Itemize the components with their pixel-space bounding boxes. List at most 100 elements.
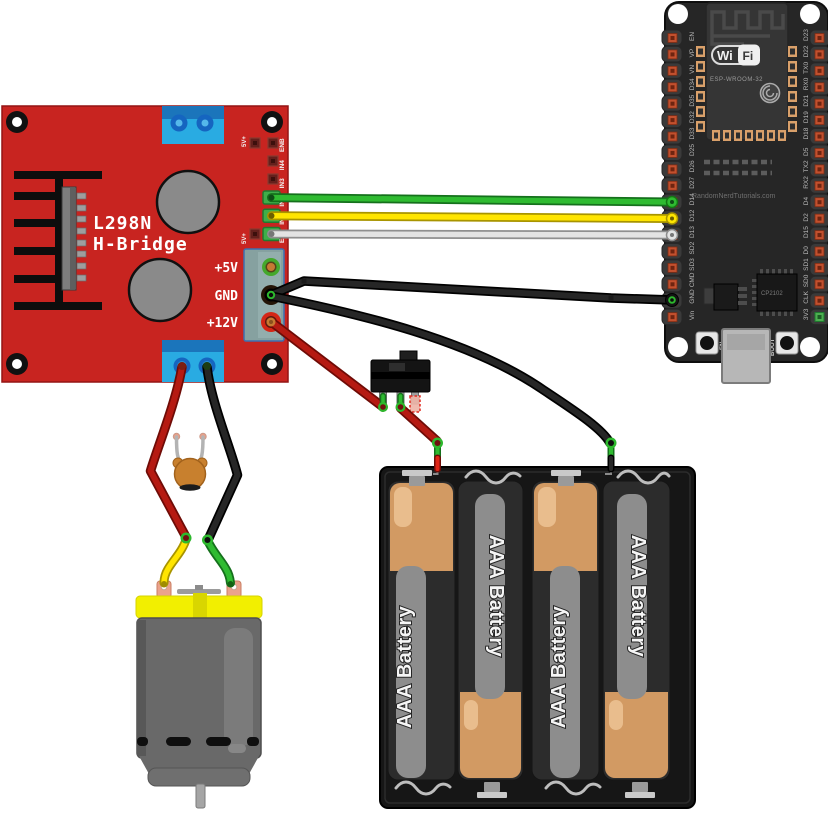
wire-bendpoint [608, 295, 614, 301]
spring-contact [616, 469, 671, 485]
esp32-left-pin-vin: Vin [661, 308, 696, 326]
pin-label: CMD [689, 272, 696, 287]
pin-core [817, 101, 822, 106]
pin-label: SD0 [803, 274, 810, 287]
l298n-board: L298N H-Bridge ENB IN4 IN3 IN2 IN1 ENA 5… [1, 105, 289, 383]
wire-ena-d13 [272, 234, 673, 235]
switch-unconnected-pin-marker [409, 395, 421, 413]
esp32-right-pin-rx0: RX0 [803, 77, 828, 96]
esp32-right-pin-d19: D19 [803, 111, 828, 129]
mounting-hole [800, 337, 820, 357]
switch-junctions [378, 402, 406, 412]
voltage-regulator [703, 283, 747, 311]
pin-core [670, 183, 675, 188]
wifi-logo-wi: Wi [717, 48, 733, 63]
esp32-left-pin-d35: D35 [661, 94, 696, 112]
l298n-capacitor-can-2 [127, 257, 193, 323]
pin-label: D2 [803, 213, 810, 222]
header-pin-label: IN3 [279, 178, 286, 189]
esp32-left-pin-cmd: CMD [661, 272, 696, 293]
pin-label: D25 [689, 144, 696, 156]
l298n-pin-label-in4: IN4 [279, 160, 286, 171]
label-12v: +12V [207, 316, 238, 331]
pin-core [817, 118, 822, 123]
esp32-left-pin-d33: D33 [661, 127, 696, 145]
pin-core [670, 68, 675, 73]
pin-core [817, 68, 822, 73]
l298n-heatsink [14, 171, 102, 310]
wire-in1-d12 [272, 216, 673, 219]
esp32-right-pin-sd1: SD1 [803, 258, 828, 276]
boot-button [775, 331, 799, 355]
esp32-left-pin-sd3: SD3 [661, 258, 696, 276]
antenna-feed-trace [710, 34, 770, 46]
motor-body-panel [224, 628, 253, 746]
l298n-output-terminal-bottom [162, 340, 224, 382]
wire-motor-green [208, 540, 231, 583]
header-pin-label: IN4 [279, 160, 286, 171]
l298n-jumper-label-top: 5V+ [242, 136, 248, 147]
esp32-wire-caps [665, 195, 679, 307]
esp32-right-pin-d5: D5 [803, 144, 828, 161]
battery-pack: AAA Battery AAA Battery AAA Battery AAA … [379, 466, 696, 809]
pin-label: SD1 [803, 258, 810, 271]
spring-contact [544, 780, 602, 796]
motor-wire-junctions [161, 532, 234, 587]
pin-core [670, 167, 675, 172]
pin-label: D18 [803, 127, 810, 139]
solder-pad-rows [704, 159, 772, 176]
esp32-left-pin-d32: D32 [661, 111, 696, 129]
spring-contact [394, 780, 452, 796]
label-5v: +5V [215, 261, 239, 276]
l298n-pin-label-in3: IN3 [279, 178, 286, 189]
pin-label: TX2 [803, 160, 810, 172]
pin-label: D0 [803, 246, 810, 255]
esp32-right-pin-d15: D15 [803, 226, 828, 244]
espressif-logo [759, 82, 781, 104]
battery-lead-junctions [432, 437, 617, 449]
pin-label: VN [689, 65, 696, 74]
pin-core [670, 315, 675, 320]
battery-label: AAA Battery [394, 605, 416, 728]
pin-label: 3V3 [803, 308, 810, 320]
battery-label: AAA Battery [627, 535, 649, 658]
pin-label: Vin [689, 310, 696, 320]
pin-core [670, 249, 675, 254]
pin-core [670, 36, 675, 40]
pin-label: D12 [689, 209, 696, 221]
pin-label: RX2 [803, 176, 810, 189]
pin-label: SD3 [689, 258, 696, 271]
battery-label: AAA Battery [485, 535, 507, 658]
motor-shaft-nub [195, 585, 203, 590]
esp32-3v3-pin-green [814, 312, 825, 322]
pin-label: D22 [803, 45, 810, 57]
pin-label: VP [689, 49, 696, 58]
battery-label: AAA Battery [548, 605, 570, 728]
esp32-right-pin-d23: D23 [803, 29, 828, 46]
l298n-chip [61, 186, 87, 291]
pin-label: D32 [689, 111, 696, 123]
esp32-left-pin-sd2: SD2 [661, 241, 696, 260]
slide-switch [370, 350, 431, 413]
pin-label: D15 [803, 226, 810, 238]
esp32-board: Wi Fi ESP-WROOM-32 RandomNerdTutorials.c… [661, 1, 828, 384]
l298n-jumper-label-bottom: 5V+ [242, 233, 248, 244]
pin-core [817, 183, 822, 188]
pin-core [670, 118, 675, 123]
pin-core [670, 52, 675, 57]
motor-vents [137, 737, 259, 746]
antenna-trace [710, 10, 785, 36]
l298n-silkscreen-line2: H-Bridge [93, 234, 188, 255]
pin-label: RX0 [803, 77, 810, 90]
pin-core [817, 282, 822, 287]
esp32-left-pin-d27: D27 [661, 176, 696, 194]
boot-button-label: BOOT [770, 338, 776, 356]
spring-contact [464, 469, 522, 485]
motor-base [147, 767, 251, 787]
esp32-wroom-shield: Wi Fi ESP-WROOM-32 [696, 2, 797, 141]
usb-chip-label: CP2102 [761, 291, 783, 297]
pin-core [817, 216, 822, 221]
pin-label: D4 [803, 197, 810, 206]
